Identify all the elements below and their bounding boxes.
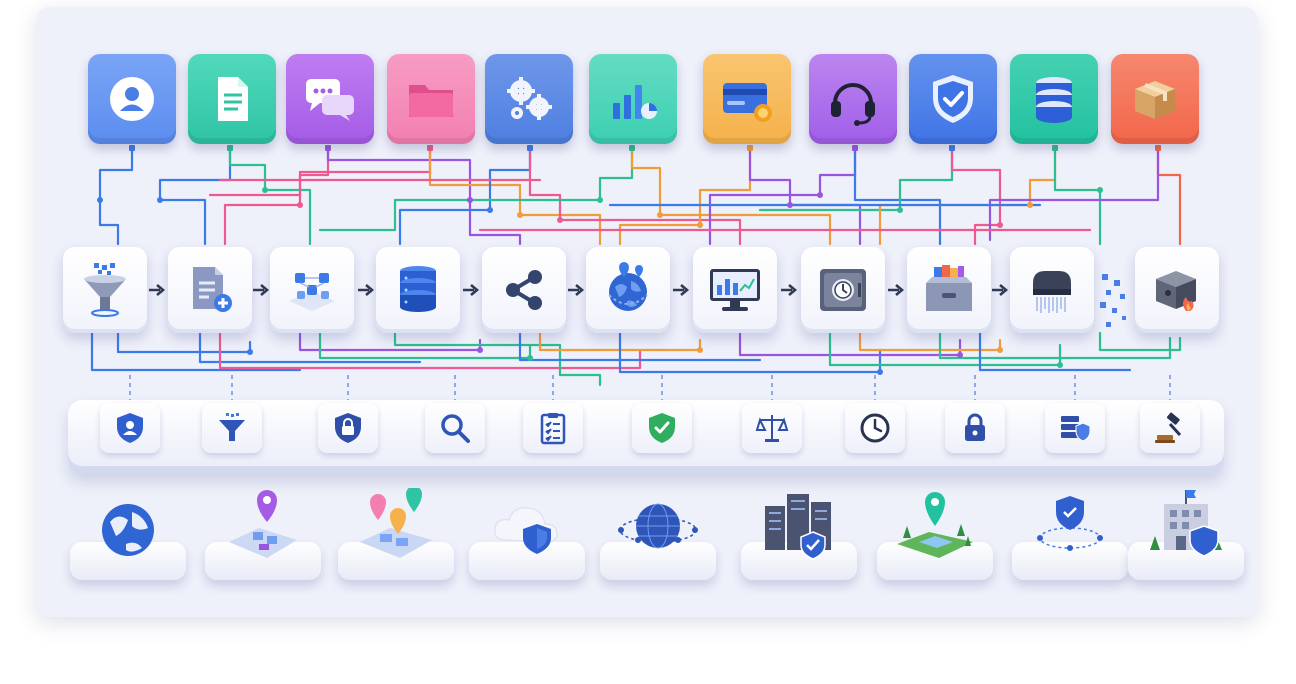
archive-drawer-icon — [926, 265, 972, 311]
server-shield-icon — [1061, 416, 1091, 442]
flow-arrow-icon — [358, 284, 375, 296]
pipeline-transfer-tile[interactable] — [586, 247, 670, 333]
secure-building-icon — [1150, 490, 1222, 557]
share-nodes-icon — [506, 270, 542, 310]
analytics-chart-icon — [613, 85, 657, 119]
user-icon — [110, 77, 154, 121]
infra-global-platform[interactable] — [70, 502, 186, 580]
magnifier-icon — [441, 414, 470, 443]
flow-arrow-icon — [568, 284, 585, 296]
cloud-shield-icon — [493, 507, 558, 554]
source-database-tile[interactable] — [1010, 54, 1098, 144]
control-checklist-tile[interactable] — [523, 403, 583, 453]
flow-arrow-icon — [992, 284, 1009, 296]
cube-network-icon — [289, 273, 335, 311]
source-document-tile[interactable] — [188, 54, 276, 144]
lock-shield-icon — [335, 413, 361, 443]
infra-network-platform[interactable] — [600, 502, 716, 580]
source-payment-tile[interactable] — [703, 54, 791, 144]
pipeline-secure-tile[interactable] — [801, 247, 885, 333]
infra-datacenter-platform[interactable] — [741, 494, 857, 580]
map-pin-region-icon — [229, 490, 297, 558]
infra-multiregion-platform[interactable] — [338, 488, 454, 580]
gears-icon — [507, 77, 552, 120]
control-access-tile[interactable] — [100, 403, 160, 453]
funnel-collect-icon — [84, 263, 126, 317]
source-chat-tile[interactable] — [286, 54, 374, 144]
database-icon — [1036, 77, 1072, 123]
location-park-icon — [897, 492, 973, 558]
clock-icon — [860, 413, 890, 443]
multi-location-map-icon — [360, 488, 432, 558]
paper-shredder-icon — [1033, 271, 1071, 313]
flow-arrow-icon — [673, 284, 690, 296]
infra-facility-platform[interactable] — [1128, 490, 1244, 580]
source-user-tile[interactable] — [88, 54, 176, 144]
flow-arrow-icon — [781, 284, 798, 296]
source-security-tile[interactable] — [909, 54, 997, 144]
filter-icon — [219, 413, 245, 441]
chat-bubbles-icon — [306, 79, 354, 121]
control-compliance-tile[interactable] — [632, 403, 692, 453]
flow-arrow-icon — [149, 284, 166, 296]
pipeline-model-tile[interactable] — [270, 247, 354, 333]
flow-arrow-icon — [463, 284, 480, 296]
control-server-tile[interactable] — [1045, 403, 1105, 453]
control-lock-tile[interactable] — [945, 403, 1005, 453]
padlock-icon — [965, 413, 985, 441]
pipeline-create-tile[interactable] — [168, 247, 252, 333]
control-enforce-tile[interactable] — [1140, 403, 1200, 453]
source-folder-tile[interactable] — [387, 54, 475, 144]
control-legal-tile[interactable] — [742, 403, 802, 453]
pipeline-store-tile[interactable] — [376, 247, 460, 333]
folder-icon — [409, 85, 453, 117]
dissolve-blocks-icon — [1100, 274, 1126, 327]
pipeline-share-tile[interactable] — [482, 247, 566, 333]
infra-cloud-platform[interactable] — [469, 502, 585, 580]
document-icon — [218, 77, 248, 121]
scales-icon — [755, 415, 789, 442]
flow-arrow-icon — [888, 284, 905, 296]
control-filter-tile[interactable] — [202, 403, 262, 453]
pipeline-destroy-tile[interactable] — [1135, 247, 1219, 333]
data-center-icon — [765, 494, 831, 560]
flow-arrow-icon — [253, 284, 270, 296]
shield-check-icon — [933, 75, 973, 123]
source-analytics-tile[interactable] — [589, 54, 677, 144]
infra-region-platform[interactable] — [205, 490, 321, 580]
user-shield-icon — [117, 413, 143, 443]
globe-icon — [102, 504, 154, 556]
pipeline-collect-tile[interactable] — [63, 247, 147, 333]
package-box-icon — [1135, 81, 1175, 119]
gavel-icon — [1155, 412, 1182, 443]
payment-card-icon — [723, 83, 772, 122]
document-add-icon — [193, 267, 232, 312]
control-encrypt-tile[interactable] — [318, 403, 378, 453]
pipeline-archive-tile[interactable] — [907, 247, 991, 333]
checklist-icon — [540, 413, 566, 445]
pipeline-shred-tile[interactable] — [1010, 247, 1094, 333]
pipeline-analyze-tile[interactable] — [693, 247, 777, 333]
infra-site-platform[interactable] — [877, 492, 993, 580]
block-destroy-icon — [1156, 271, 1196, 311]
orbit-globe-icon — [618, 503, 698, 549]
vault-safe-icon — [820, 269, 866, 311]
headset-icon — [831, 83, 875, 126]
source-package-tile[interactable] — [1111, 54, 1199, 144]
globe-transfer-icon — [608, 262, 648, 311]
source-support-tile[interactable] — [809, 54, 897, 144]
control-retention-tile[interactable] — [845, 403, 905, 453]
monitor-dashboard-icon — [710, 269, 760, 311]
database-stack-icon — [400, 266, 436, 312]
source-gears-tile[interactable] — [485, 54, 573, 144]
infra-protected-platform[interactable] — [1012, 496, 1128, 580]
shield-check-green-icon — [649, 413, 675, 443]
shield-network-icon — [1037, 496, 1103, 551]
control-audit-tile[interactable] — [425, 403, 485, 453]
